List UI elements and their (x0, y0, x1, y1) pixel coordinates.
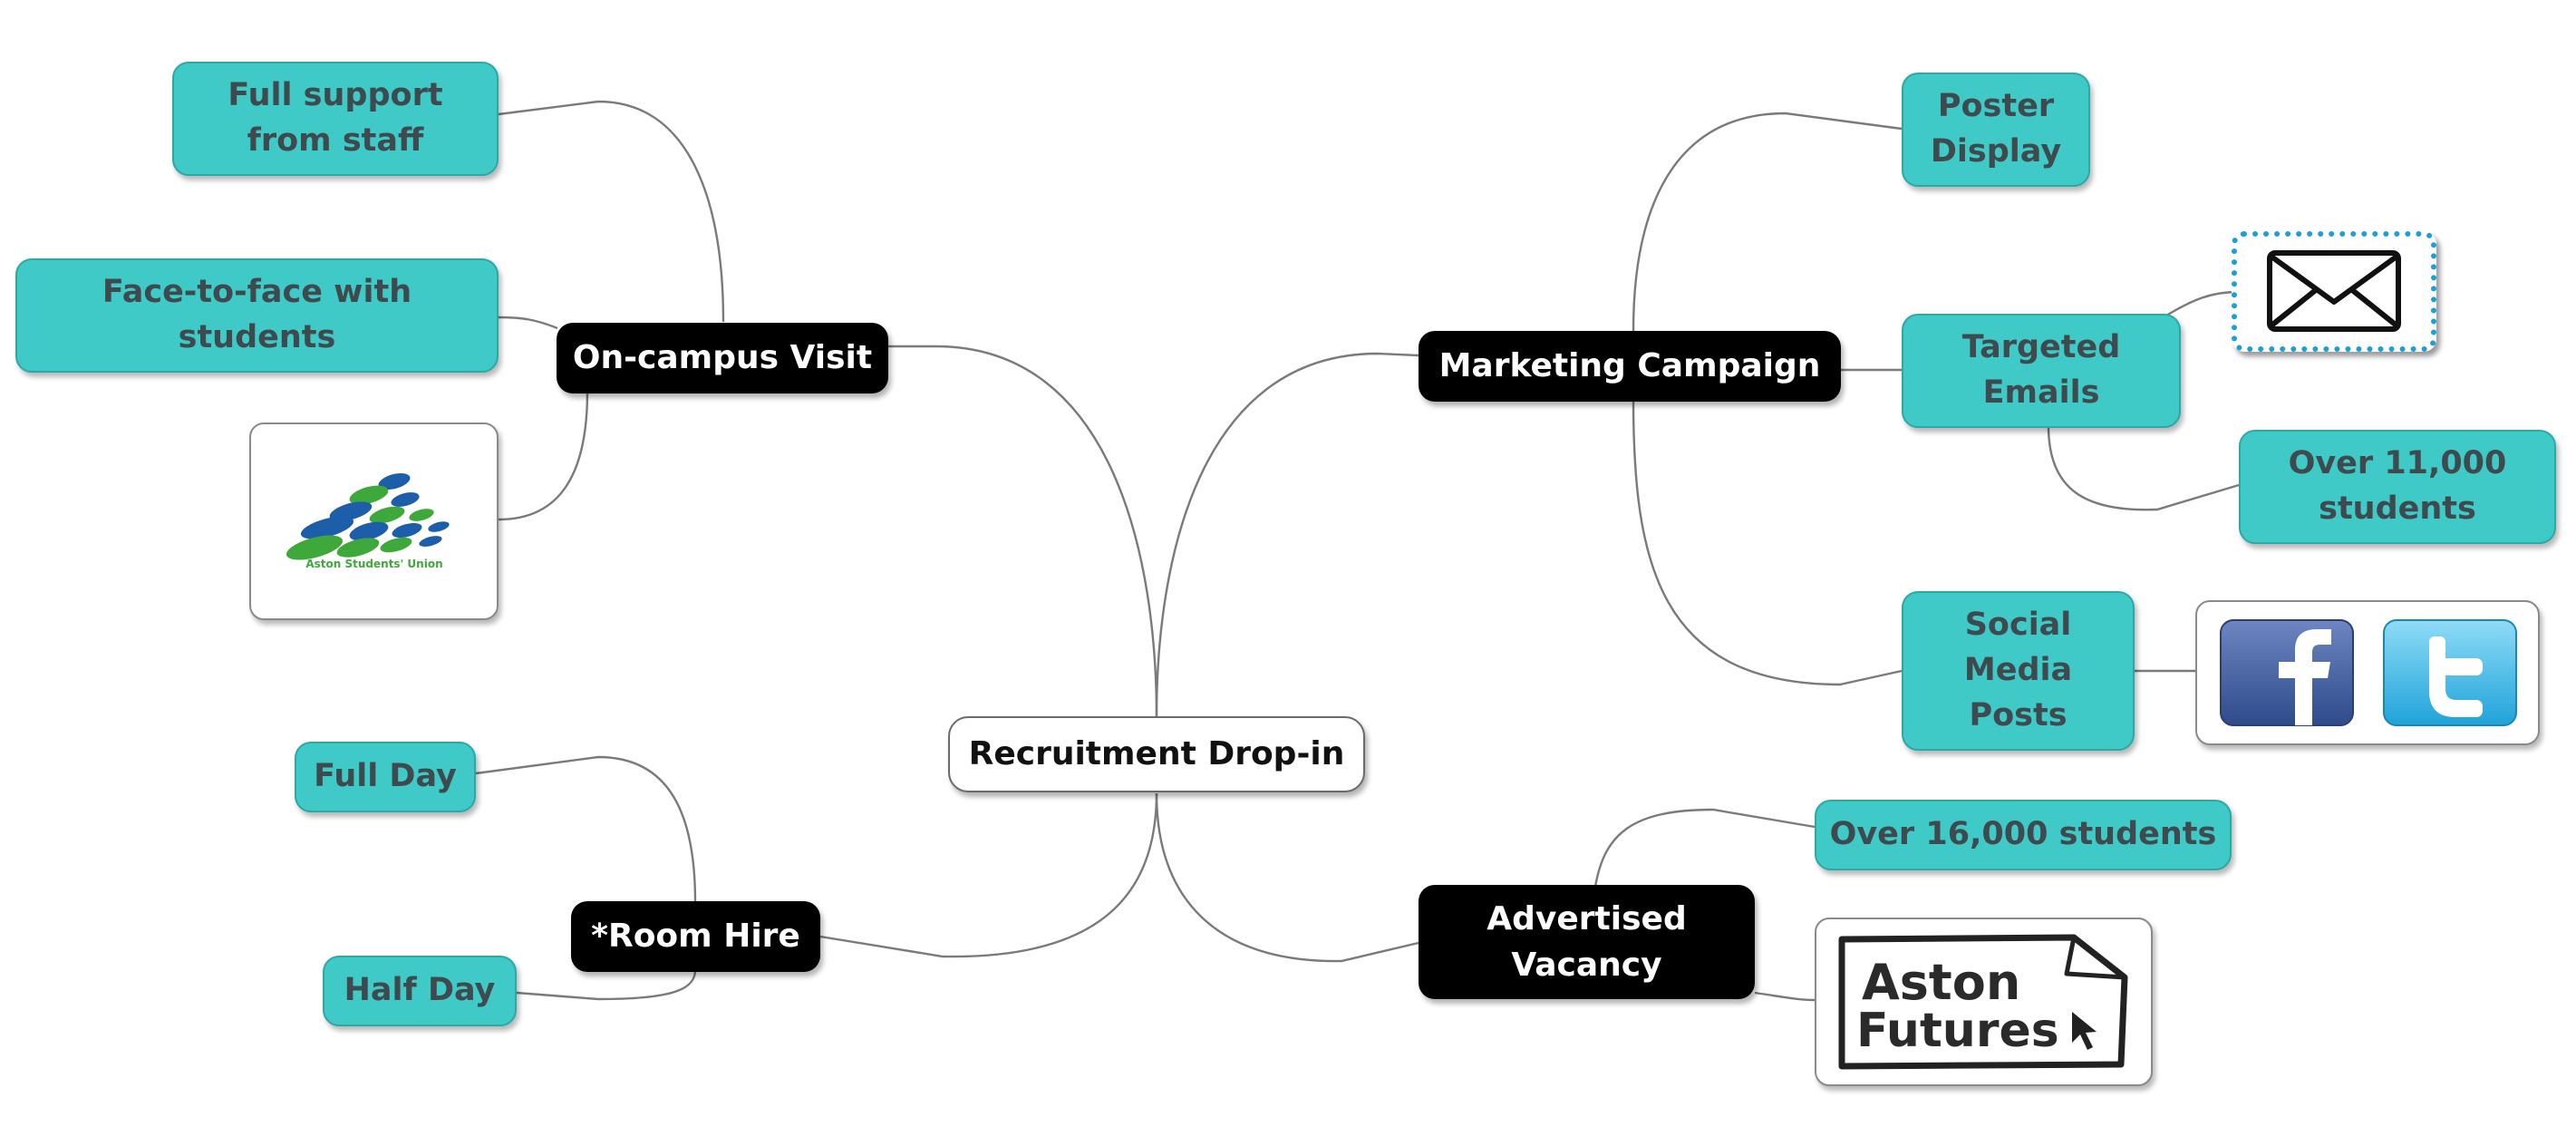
subtopic-face-to-face-with-students[interactable]: Face-to-face with students (15, 258, 499, 373)
social-icons-box[interactable] (2195, 600, 2540, 745)
aston-futures-logo-text-2: Futures (1856, 1004, 2059, 1058)
aston-futures-logo-text-1: Aston (1862, 954, 2020, 1011)
link-root-roomhire (819, 792, 1158, 958)
topic-room-hire[interactable]: *Room Hire (571, 901, 820, 972)
facebook-icon (2220, 619, 2354, 726)
subtopic-full-day[interactable]: Full Day (295, 742, 476, 812)
link-oncampus-logo (498, 391, 589, 521)
link-root-vacancy (1155, 792, 1419, 963)
topic-marketing-campaign[interactable]: Marketing Campaign (1419, 331, 1841, 402)
envelope-icon-box[interactable] (2232, 231, 2436, 352)
subtopic-full-support-from-staff[interactable]: Full support from staff (172, 62, 499, 176)
subtopic-over-11000-students[interactable]: Over 11,000 students (2239, 430, 2556, 544)
aston-futures-logo: Aston Futures (1838, 934, 2128, 1070)
social-icons (2220, 619, 2517, 726)
link-root-oncampus (888, 345, 1158, 717)
aston-students-union-logo-box[interactable]: Aston Students' Union (249, 422, 499, 620)
subtopic-social-media-posts[interactable]: Social Media Posts (1902, 591, 2135, 751)
link-root-marketing (1155, 352, 1419, 717)
link-oncampus-face (498, 316, 558, 330)
topic-on-campus-visit[interactable]: On-campus Visit (557, 323, 888, 393)
subtopic-poster-display[interactable]: Poster Display (1902, 73, 2090, 187)
twitter-icon (2383, 619, 2517, 726)
link-roomhire-halfday (516, 969, 697, 1001)
envelope-icon (2267, 250, 2401, 332)
link-emails-11k (2047, 425, 2240, 511)
topic-advertised-vacancy[interactable]: Advertised Vacancy (1419, 885, 1755, 999)
link-roomhire-fullday (475, 755, 697, 903)
subtopic-half-day[interactable]: Half Day (323, 956, 517, 1026)
union-logo-text: Aston Students' Union (305, 558, 442, 570)
central-topic[interactable]: Recruitment Drop-in (948, 716, 1365, 792)
link-marketing-poster (1632, 112, 1903, 332)
link-marketing-social (1632, 398, 1903, 686)
link-emails-envelope (2165, 290, 2240, 317)
link-oncampus-staff (498, 100, 725, 323)
subtopic-targeted-emails[interactable]: Targeted Emails (1902, 314, 2181, 428)
aston-futures-logo-box[interactable]: Aston Futures (1815, 918, 2153, 1086)
link-vacancy-16k (1593, 808, 1816, 888)
aston-students-union-logo: Aston Students' Union (286, 472, 450, 570)
link-vacancy-logo (1754, 991, 1816, 1002)
subtopic-over-16000-students[interactable]: Over 16,000 students (1815, 800, 2232, 870)
